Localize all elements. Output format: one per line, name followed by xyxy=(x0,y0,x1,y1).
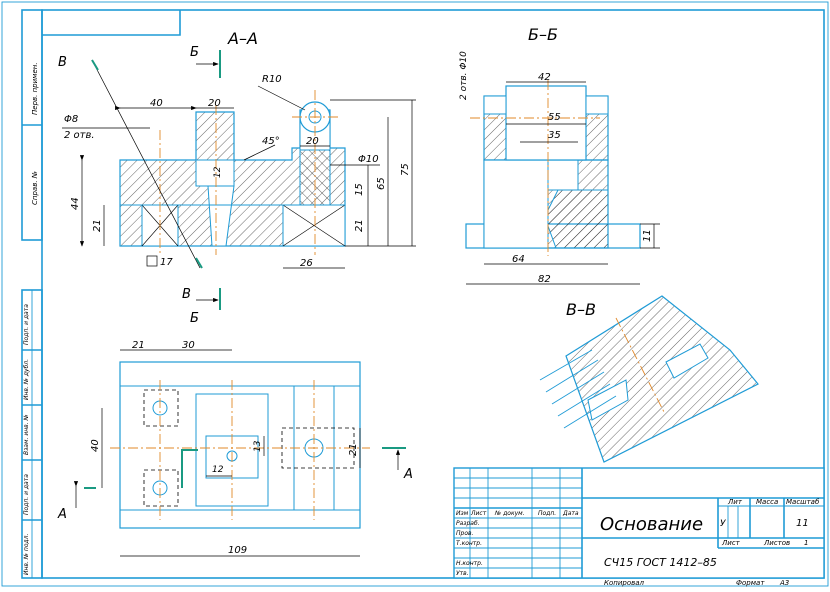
cut-label-v: В xyxy=(182,287,191,302)
cut-label-b: Б xyxy=(190,45,199,60)
section-vv: В–В xyxy=(539,295,759,463)
stamp-text: Инв. № дубл. xyxy=(23,359,30,400)
title-block: Изм Лист № докум. Подп. Дата Разраб. Про… xyxy=(453,467,825,579)
stamp-text: Справ. № xyxy=(31,171,39,205)
tb-role: Утв. xyxy=(456,570,469,577)
cut-label-a: А xyxy=(57,507,67,522)
dim-text: 55 xyxy=(548,112,561,123)
dim-text: 30 xyxy=(182,340,195,351)
cut-label-v: В xyxy=(58,55,67,70)
tb-sheets: Листов xyxy=(763,539,790,547)
tb-header: Дата xyxy=(562,510,579,517)
cut-label-a: А xyxy=(403,467,413,482)
stamp-text: Инв. № подл. xyxy=(23,534,30,575)
dim-text: 109 xyxy=(228,545,247,556)
tb-mass: Масса xyxy=(756,498,778,506)
view-label-vv: В–В xyxy=(566,300,596,319)
tb-header: № докум. xyxy=(494,510,525,517)
dim-text: 12 xyxy=(213,166,223,178)
section-aa: А–А 40 20 Φ8 2 отв. R10 45° xyxy=(58,29,416,326)
dim-text: 35 xyxy=(548,130,561,141)
dim-text: 26 xyxy=(300,258,313,269)
dim-text: 21 xyxy=(132,340,145,351)
dim-text: 21 xyxy=(92,219,103,232)
part-name: Основание xyxy=(600,514,703,535)
section-bb: Б–Б 2 отв. Φ10 42 55 35 64 82 11 xyxy=(459,25,660,285)
stamp-text: Взам. инв. № xyxy=(23,414,30,455)
view-label-aa: А–А xyxy=(227,29,258,48)
dim-text: 75 xyxy=(400,163,411,176)
dim-text: 20 xyxy=(306,136,319,147)
stamp-text: Перв. примен. xyxy=(31,62,39,115)
plan-view: 21 30 40 13 12 21 109 А А xyxy=(57,340,413,557)
dim-text: 15 xyxy=(354,183,365,196)
tb-sheet: Лист xyxy=(721,539,741,547)
top-left-stamp xyxy=(42,10,181,36)
tb-lit: Лит xyxy=(727,498,743,506)
tb-scale: Масштаб xyxy=(786,498,820,506)
tb-role: Н.контр. xyxy=(456,560,483,567)
material: СЧ15 ГОСТ 1412–85 xyxy=(604,556,717,569)
tb-header: Изм xyxy=(456,510,469,517)
left-stamp-column: Перв. примен. Справ. № Подп. и дата Инв.… xyxy=(21,9,43,579)
dim-text: 20 xyxy=(208,98,221,109)
format-label: Формат xyxy=(736,579,765,587)
tb-mass-val: 11 xyxy=(796,518,809,529)
tb-role: Т.контр. xyxy=(456,540,482,547)
dim-text: 2 отв. Φ10 xyxy=(459,51,469,100)
cut-label-b: Б xyxy=(190,311,199,326)
dim-text: 64 xyxy=(512,254,525,265)
copied-label: Копировал xyxy=(604,579,645,587)
tb-header: Лист xyxy=(470,510,487,517)
view-label-bb: Б–Б xyxy=(528,25,558,44)
dim-text: Φ8 xyxy=(64,114,78,125)
dim-text: 12 xyxy=(212,465,224,475)
tb-role: Пров. xyxy=(456,530,474,537)
dim-text: 21 xyxy=(348,443,359,456)
tb-sheets-val: 1 xyxy=(804,539,808,547)
dim-text: 65 xyxy=(376,177,387,190)
format-value: А3 xyxy=(779,579,789,587)
dim-text: 21 xyxy=(354,219,365,232)
dim-text: 13 xyxy=(253,440,263,452)
dim-text: 44 xyxy=(70,197,81,210)
tb-role: Разраб. xyxy=(456,520,480,527)
dim-text: 42 xyxy=(538,72,551,83)
dim-text: 40 xyxy=(90,439,101,452)
dim-text: 11 xyxy=(642,229,653,242)
dim-text: 17 xyxy=(160,257,173,268)
dim-text: 2 отв. xyxy=(64,130,95,141)
tb-header: Подп. xyxy=(538,510,556,517)
dim-text: R10 xyxy=(262,74,282,85)
dim-text: Φ10 xyxy=(358,154,379,165)
dim-text: 45° xyxy=(262,136,280,147)
stamp-text: Подп. и дата xyxy=(23,474,30,515)
dim-text: 40 xyxy=(150,98,163,109)
stamp-text: Подп. и дата xyxy=(23,304,30,345)
tb-lit-val: У xyxy=(720,519,726,529)
dim-text: 82 xyxy=(538,274,551,285)
